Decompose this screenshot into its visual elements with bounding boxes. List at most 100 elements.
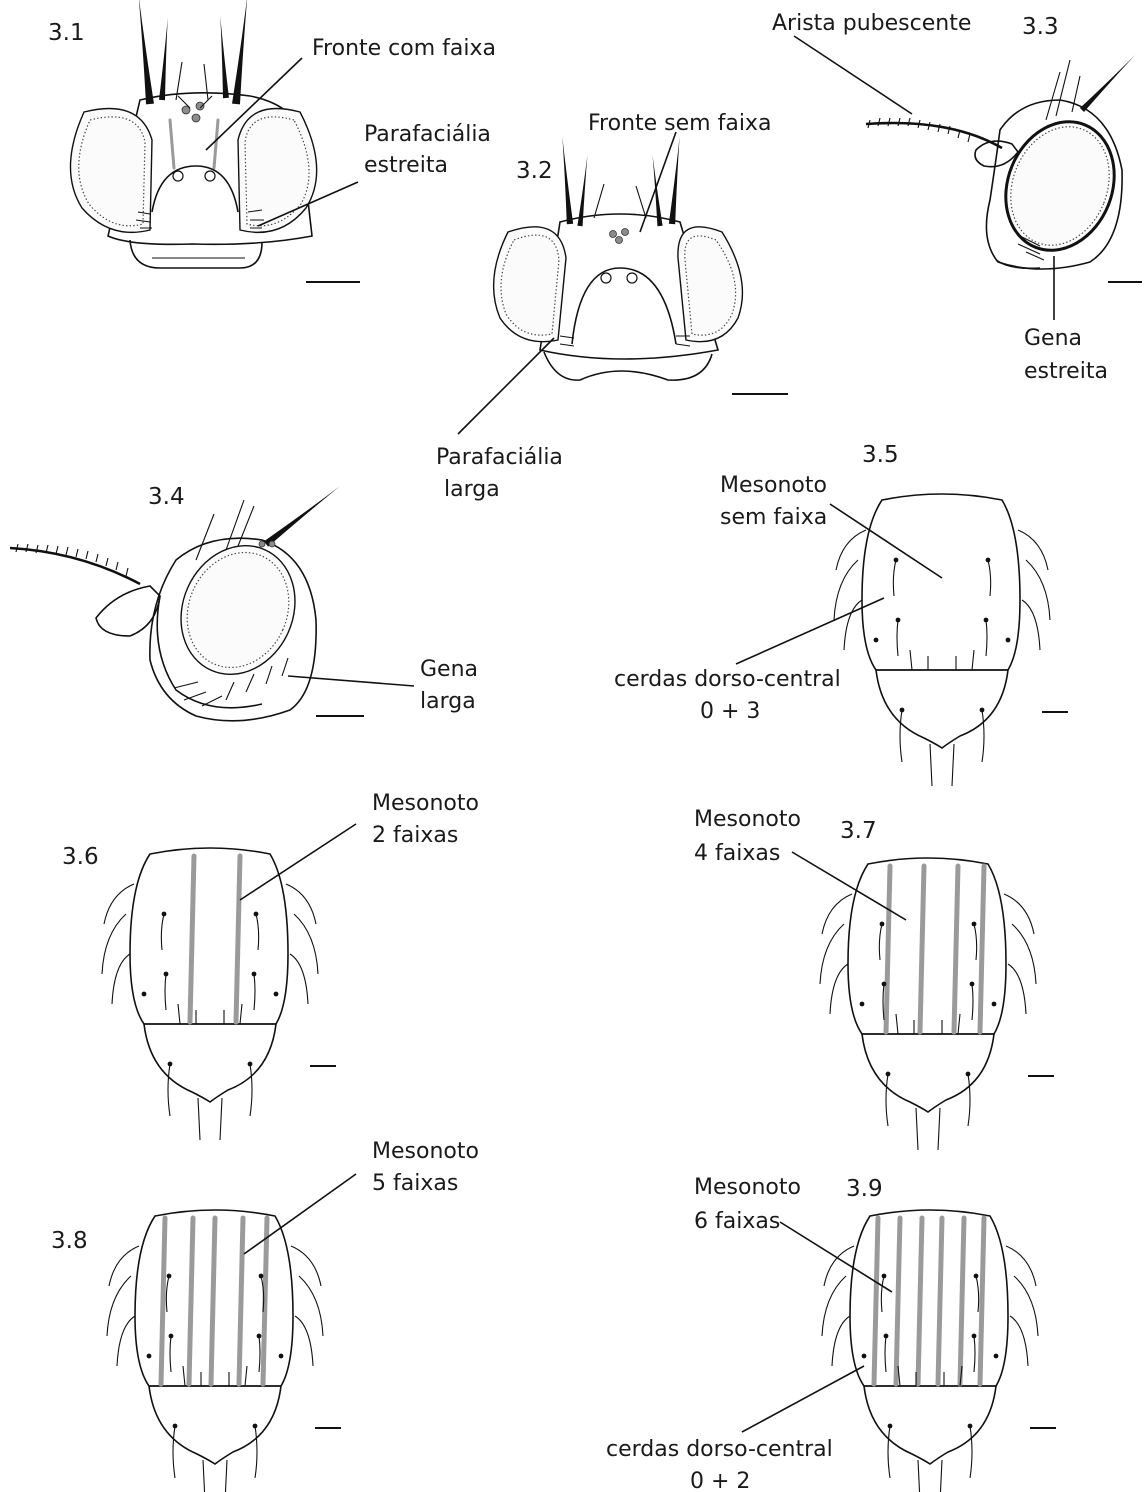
bristle-socket — [992, 1002, 997, 1007]
fine-setae — [594, 184, 646, 218]
bristle-socket — [986, 558, 991, 563]
label-mesonoto: Mesonoto — [372, 791, 479, 816]
mesonotum-stripe — [239, 1218, 243, 1384]
label-mesonoto: Mesonoto — [720, 473, 827, 498]
mesonotum-stripe — [189, 1218, 193, 1384]
label-fronte-sem-faixa: Fronte sem faixa — [588, 111, 771, 136]
compound-eye-left — [70, 109, 152, 233]
frontal-bristle — [159, 17, 171, 100]
label-larga: larga — [420, 689, 476, 714]
scutellum-outline — [862, 1034, 994, 1112]
figure-number-3-8: 3.8 — [51, 1228, 88, 1254]
label-fronte-com-faixa: Fronte com faixa — [312, 36, 496, 61]
mouthparts — [544, 352, 712, 380]
bristle-socket — [142, 992, 147, 997]
mesonotum-stripe — [980, 1218, 984, 1384]
antenna-base-right — [205, 171, 215, 181]
label-4-faixas: 4 faixas — [694, 841, 780, 866]
label-formula: 0 + 3 — [700, 699, 760, 724]
bristle-socket — [900, 708, 905, 713]
bristle-socket — [894, 558, 899, 563]
figure-number-3-4: 3.4 — [148, 484, 185, 510]
scutellum-outline — [149, 1386, 281, 1464]
mesonotum-stripe — [161, 1218, 165, 1384]
mesonotum-stripe — [236, 856, 240, 1022]
frontal-bristle — [232, 0, 251, 104]
scutellum-outline — [864, 1386, 996, 1464]
label-estreita: estreita — [364, 153, 448, 178]
figure-number-3-5: 3.5 — [862, 442, 899, 468]
bristle-socket — [874, 638, 879, 643]
leader-arista-pubescente — [794, 36, 912, 114]
bristle-socket — [279, 1354, 284, 1359]
label-parafacialia: Parafaciália — [364, 122, 491, 147]
bristle-socket — [173, 1424, 178, 1429]
figure-number-3-2: 3.2 — [516, 158, 553, 184]
bristle-socket — [994, 1354, 999, 1359]
mesonotum-stripe — [190, 856, 194, 1022]
face-outline — [152, 166, 238, 212]
bristle-socket — [886, 1072, 891, 1077]
leader-cerdas-dorso-central — [742, 1366, 864, 1432]
arista — [10, 548, 140, 584]
label-2-faixas: 2 faixas — [372, 823, 458, 848]
leader-gena-larga — [288, 676, 414, 686]
facial-setae — [560, 336, 690, 346]
mesonotum-stripe — [954, 866, 958, 1032]
bristle-socket — [860, 1002, 865, 1007]
figure-3-9: 3.9 — [822, 1176, 1056, 1492]
figure-number-3-1: 3.1 — [48, 20, 85, 46]
figure-3-4: 3.4 Gena larga — [10, 484, 478, 721]
label-gena: Gena — [420, 657, 478, 682]
figure-3-1: 3.1 Fronte com faixa Parafaciáli — [48, 0, 496, 282]
bristle-socket — [254, 912, 259, 917]
bristle-socket — [259, 1274, 264, 1279]
fine-setae — [176, 62, 212, 108]
labels-3-5: Mesonoto sem faixa cerdas dorso-central … — [614, 473, 942, 724]
frontal-bristle — [669, 136, 683, 224]
antenna-base-left — [601, 273, 611, 283]
label-mesonoto: Mesonoto — [372, 1139, 479, 1164]
compound-eye — [987, 105, 1133, 266]
figure-3-2: 3.2 Fronte sem faixa Parafaciália larga — [436, 111, 788, 502]
bristle-socket — [880, 922, 885, 927]
figure-3-5: 3.5 — [834, 442, 1068, 786]
label-mesonoto: Mesonoto — [694, 807, 801, 832]
leader-parafacialia-larga — [458, 338, 554, 434]
bristle-socket — [882, 1274, 887, 1279]
bristle-socket — [162, 912, 167, 917]
mesonotum-stripe — [896, 1218, 900, 1384]
vertical-bristle — [1080, 53, 1138, 112]
mouth-edge — [996, 260, 1040, 268]
mesonotum-outline — [862, 494, 1020, 670]
label-6-faixas: 6 faixas — [694, 1209, 780, 1234]
bristle-socket — [164, 972, 169, 977]
label-gena: Gena — [1024, 326, 1082, 351]
ocellus — [616, 237, 623, 244]
labels-3-9: Mesonoto 6 faixas cerdas dorso-central 0… — [606, 1175, 892, 1492]
frontal-bristle — [135, 0, 154, 104]
frontal-bristle — [559, 136, 573, 224]
bristle-socket — [169, 1334, 174, 1339]
bristle-socket — [966, 1072, 971, 1077]
bristle-socket — [896, 618, 901, 623]
label-estreita: estreita — [1024, 359, 1108, 384]
bristle-socket — [1006, 638, 1011, 643]
figure-3-7: 3.7 — [820, 818, 1054, 1150]
compound-eye — [161, 527, 315, 692]
scutellum-outline — [144, 1024, 276, 1102]
bristle-socket — [862, 1354, 867, 1359]
labels-3-8: Mesonoto 5 faixas — [244, 1139, 479, 1254]
label-sem-faixa: sem faixa — [720, 505, 827, 530]
fronte-stripe-left — [170, 120, 174, 168]
mesonotum-stripe — [938, 1218, 942, 1384]
figure-number-3-3: 3.3 — [1022, 14, 1059, 40]
bristle-socket — [968, 1424, 973, 1429]
ocellus — [259, 541, 265, 547]
frontal-bristle — [217, 15, 229, 98]
figure-number-3-7: 3.7 — [840, 818, 877, 844]
figure-3-3: 3.3 Arista pubescente Gena estreita — [772, 11, 1142, 384]
ocellus — [196, 102, 204, 110]
mesonotum-stripe — [874, 1218, 878, 1384]
mesonotum-stripe — [886, 866, 890, 1032]
